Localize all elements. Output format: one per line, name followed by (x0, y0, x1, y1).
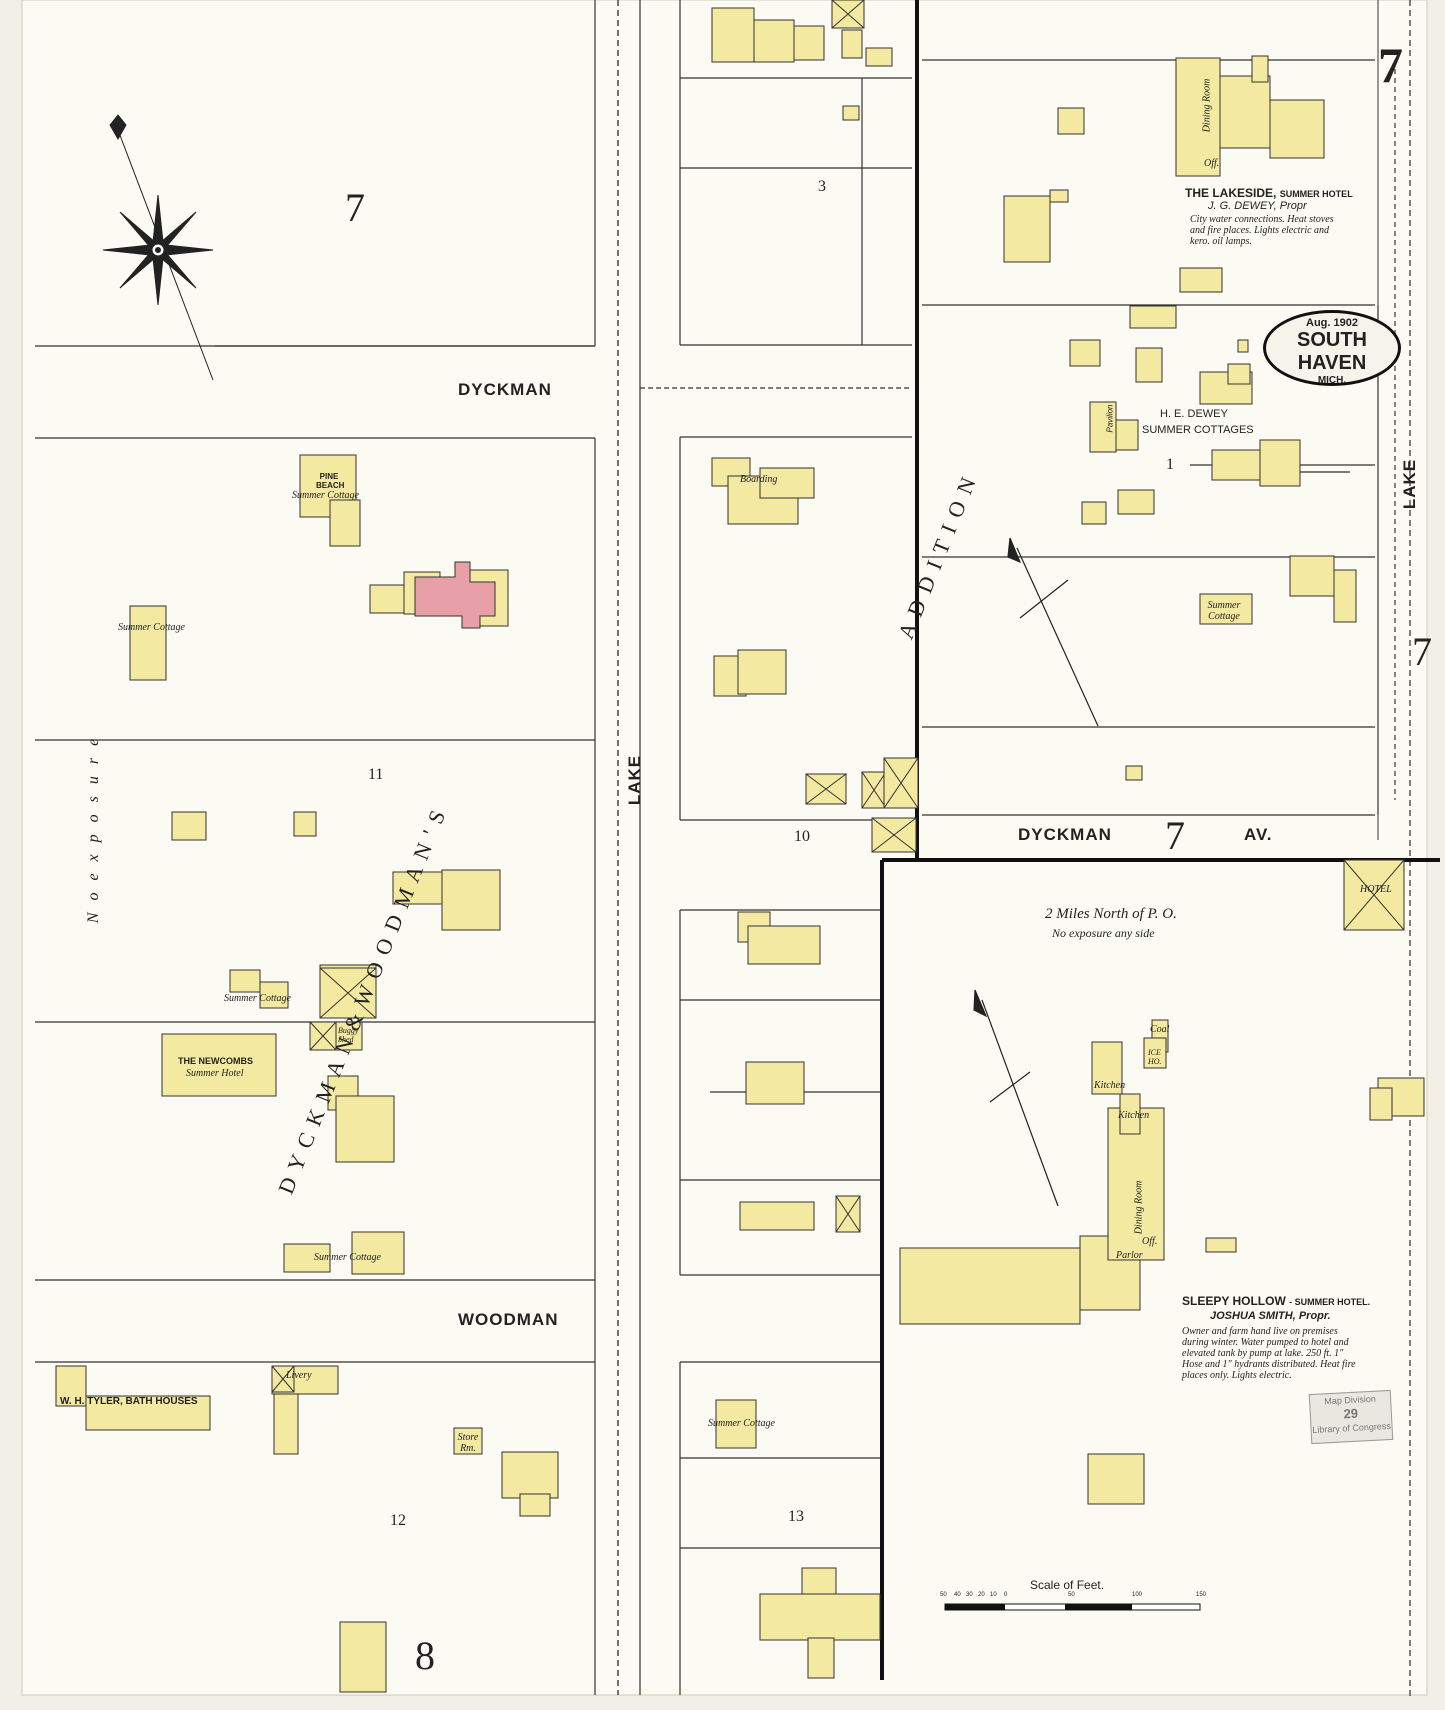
parlor-label: Parlor (1116, 1250, 1143, 1261)
pine-beach-label: PINE BEACH (316, 472, 345, 490)
compass-icon (102, 114, 214, 381)
newcombs-name: THE NEWCOMBS (178, 1056, 253, 1066)
dining-room-label: Dining Room (1201, 78, 1213, 133)
scale-tick: 40 (954, 1592, 961, 1598)
tyler-bath-houses: W. H. TYLER, BATH HOUSES (60, 1396, 198, 1407)
dewey-type: SUMMER COTTAGES (1142, 424, 1254, 436)
boarding-label: Boarding (740, 474, 778, 485)
livery-label: Livery (286, 1370, 312, 1381)
lakeside-hotel-name: THE LAKESIDE, SUMMER HOTEL (1185, 186, 1353, 200)
scale-tick: 10 (990, 1592, 997, 1598)
sheet-number: 7 (1378, 37, 1403, 93)
scale-tick: 30 (966, 1592, 973, 1598)
street-dyckman: DYCKMAN (458, 380, 552, 399)
sleepy-note: Owner and farm hand live on premises dur… (1182, 1326, 1356, 1381)
street-woodman: WOODMAN (458, 1310, 559, 1329)
adjacent-sheet-label: 7 (1412, 629, 1432, 674)
no-exposure-note: N o e x p o s u r e (85, 734, 103, 924)
block-number: 3 (818, 178, 826, 195)
block-number: 12 (390, 1512, 406, 1529)
office-label: Off. (1142, 1236, 1158, 1247)
no-exposure-side: No exposure any side (1052, 926, 1155, 940)
scale-title: Scale of Feet. (1030, 1578, 1105, 1592)
street-dyckman-av-suffix: AV. (1244, 825, 1273, 844)
lakeside-type: SUMMER HOTEL (1279, 189, 1353, 199)
stamp-line: Library of Congress (1312, 1420, 1392, 1436)
hotel-box-label: HOTEL (1360, 884, 1392, 895)
newcombs-type: Summer Hotel (186, 1068, 244, 1079)
scale-tick: 20 (978, 1592, 985, 1598)
adjacent-sheet-label: 8 (415, 1633, 435, 1678)
lakeside-note: City water connections. Heat stoves and … (1190, 214, 1334, 247)
block-number: 10 (794, 828, 810, 845)
two-miles-note: 2 Miles North of P. O. (1045, 906, 1177, 922)
sleepy-hollow-name: SLEEPY HOLLOW - SUMMER HOTEL. (1182, 1294, 1370, 1308)
ice-house-label: ICE HO. (1148, 1048, 1162, 1066)
state-name: MICH. (1317, 375, 1347, 386)
office-label: Off. (1204, 158, 1220, 169)
block-number: 11 (368, 766, 384, 783)
block-number: 13 (788, 1508, 804, 1525)
pavilion-label: Pavilion (1105, 404, 1115, 433)
scale-bar (944, 1603, 1201, 1611)
lakeside-name: THE LAKESIDE, (1185, 186, 1277, 200)
scale-tick: 50 (940, 1592, 947, 1598)
dining-room-label: Dining Room (1133, 1180, 1145, 1235)
street-dyckman-av: DYCKMAN (1018, 825, 1112, 844)
sleepy-name: SLEEPY HOLLOW (1182, 1294, 1286, 1308)
store-room-label: Store Rm. (457, 1432, 479, 1454)
dewey-name: H. E. DEWEY (1160, 408, 1228, 420)
kitchen-label: Kitchen (1094, 1080, 1126, 1091)
north-arrow-icon (973, 537, 1099, 1207)
cottage-label: Summer Cottage (314, 1252, 381, 1263)
adjacent-sheet-label: 7 (345, 185, 365, 230)
sheet-date: Aug. 1902 (1306, 317, 1358, 329)
cottage-label: Summer Cottage (1207, 600, 1241, 622)
sleepy-type: - SUMMER HOTEL. (1289, 1297, 1371, 1307)
adjacent-sheet-label: 7 (1165, 813, 1185, 858)
street-lake: LAKE (625, 754, 645, 806)
scale-tick: 150 (1196, 1592, 1207, 1598)
city-name: SOUTH HAVEN (1297, 329, 1367, 374)
sleepy-owner: JOSHUA SMITH, Propr. (1210, 1310, 1331, 1322)
lakeside-owner: J. G. DEWEY, Propr (1208, 200, 1307, 212)
scale-tick: 50 (1068, 1592, 1075, 1598)
scale-tick: 0 (1004, 1592, 1008, 1598)
brick-building (414, 561, 496, 629)
kitchen-label: Kitchen (1118, 1110, 1150, 1121)
block-number: 1 (1166, 456, 1174, 473)
cottage-label: Summer Cottage (118, 622, 185, 633)
pine-beach-type: Summer Cottage (292, 490, 359, 501)
scale-tick: 100 (1132, 1592, 1143, 1598)
street-lake-east: LAKE (1400, 458, 1420, 510)
city-cartouche: Aug. 1902 SOUTH HAVEN MICH. (1263, 310, 1401, 386)
library-stamp: Map Division 29 Library of Congress (1308, 1389, 1394, 1445)
cottage-label: Summer Cottage (708, 1418, 775, 1429)
coal-label: Coal (1150, 1024, 1170, 1035)
cottage-label: Summer Cottage (224, 993, 291, 1004)
buggy-shed-label: Buggy Shed (338, 1026, 359, 1044)
